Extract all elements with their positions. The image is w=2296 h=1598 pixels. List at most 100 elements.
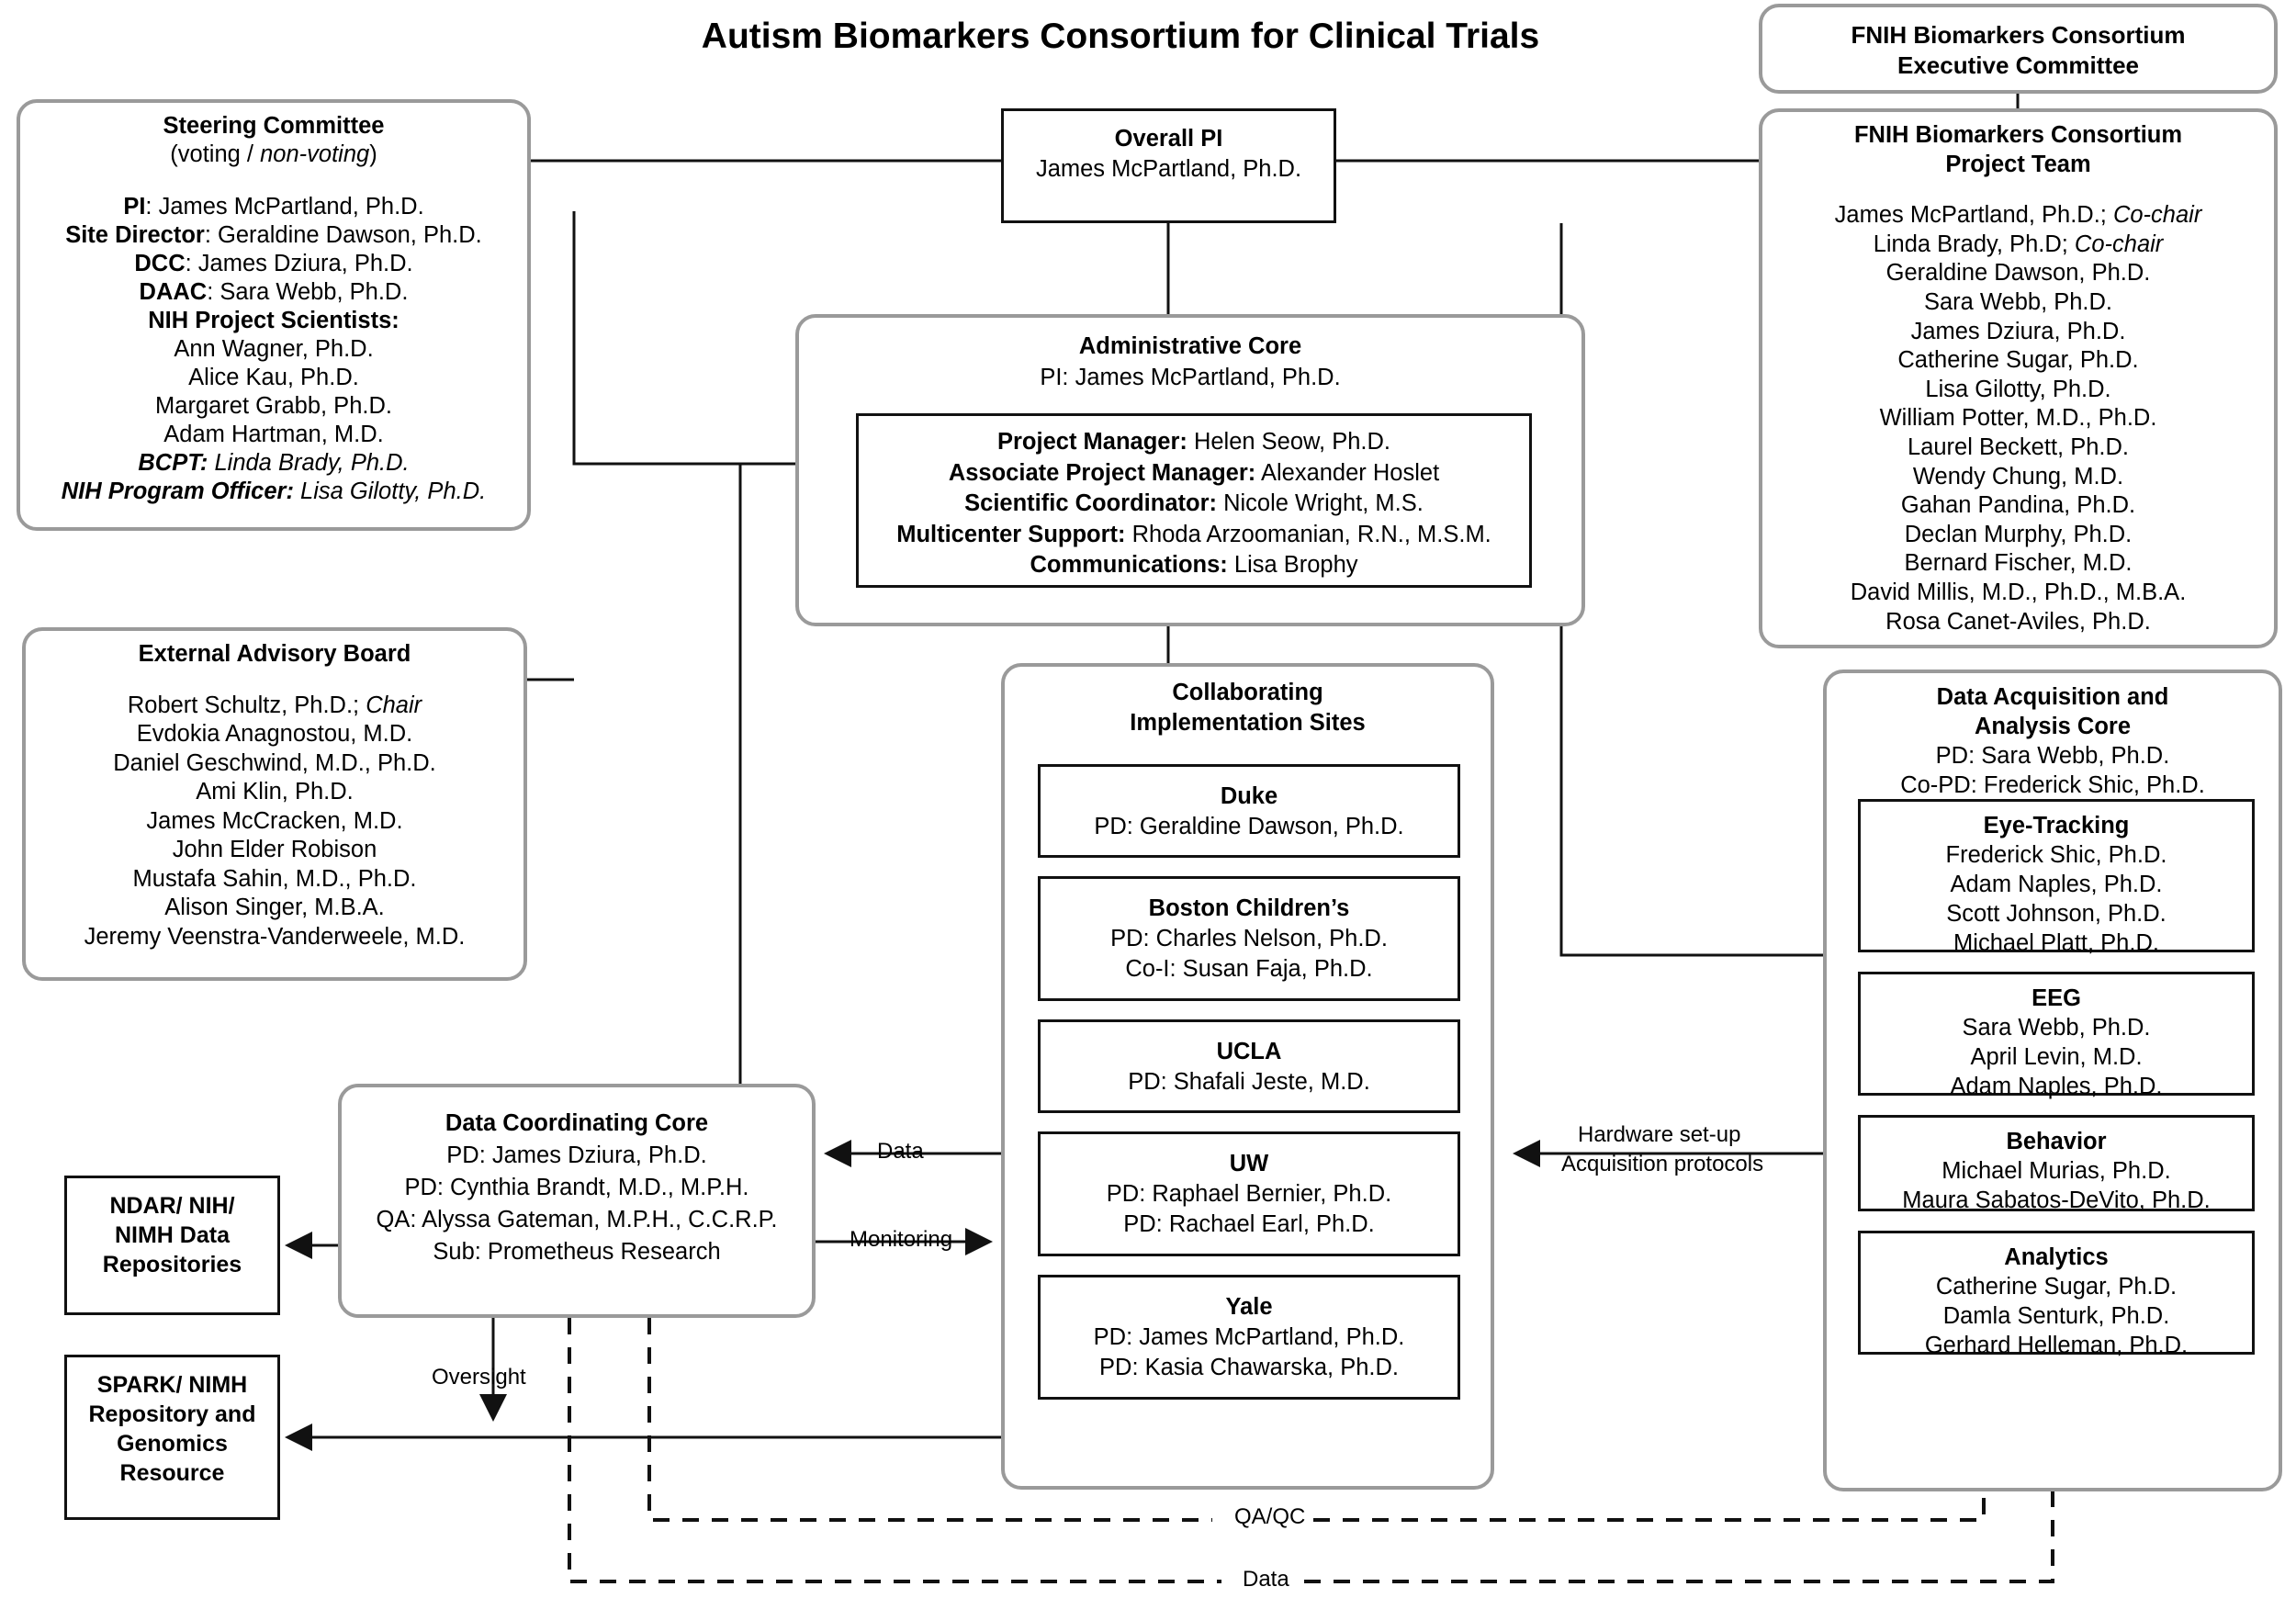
staff-role: Multicenter Support: [896, 521, 1126, 547]
staff-role: Communications: [1030, 552, 1228, 578]
daac-group-behavior[interactable]: Behavior Michael Murias, Ph.D. Maura Sab… [1858, 1115, 2255, 1213]
fnih-member-11: Declan Murphy, Ph.D. [1904, 521, 2133, 547]
spark-line-1: Repository and [88, 1401, 256, 1427]
group-person: Frederick Shic, Ph.D. [1945, 842, 2167, 868]
fnih-member-4: James Dziura, Ph.D. [1910, 318, 2126, 344]
fnih-member-5: Catherine Sugar, Ph.D. [1897, 347, 2139, 374]
edge-label-monitoring: Monitoring [850, 1227, 953, 1252]
group-person: April Levin, M.D. [1970, 1044, 2143, 1070]
daac-group-eye-tracking[interactable]: Eye-Tracking Frederick Shic, Ph.D. Adam … [1858, 799, 2255, 956]
ndar-line-2: Repositories [102, 1252, 242, 1277]
site-card-uw[interactable]: UW PD: Raphael Bernier, Ph.D. PD: Rachae… [1038, 1131, 1460, 1256]
eab-member-1: Evdokia Anagnostou, M.D. [136, 721, 413, 747]
edge-label-data: Data [877, 1139, 924, 1164]
role-label: NIH Project Scientists [148, 308, 392, 333]
eab-member-2: Daniel Geschwind, M.D., Ph.D. [113, 749, 436, 776]
steering-committee-box: Steering Committee (voting / non-voting)… [17, 99, 531, 531]
overall-pi-name: James McPartland, Ph.D. [1035, 156, 1302, 182]
program-officer-name: Lisa Gilotty, Ph.D. [293, 478, 487, 504]
spark-line-0: SPARK/ NIMH [96, 1372, 248, 1398]
admin-core-staff-panel: Project Manager: Helen Seow, Ph.D. Assoc… [856, 413, 1532, 588]
edge-label-oversight: Oversight [432, 1365, 526, 1390]
steering-scientist-2: Margaret Grabb, Ph.D. [155, 393, 392, 419]
group-name: Analytics [2004, 1244, 2109, 1270]
member-name: Linda Brady, Ph.D; [1873, 231, 2075, 257]
fnih-member-8: Laurel Beckett, Ph.D. [1908, 433, 2129, 460]
eab-member-0: Robert Schultz, Ph.D.; Chair [26, 692, 523, 721]
edge-label-hardware-setup: Hardware set-up [1578, 1122, 1741, 1147]
eab-member-6: Mustafa Sahin, M.D., Ph.D. [132, 865, 417, 892]
spark-line-3: Resource [119, 1460, 225, 1486]
member-role: Co-chair [2074, 231, 2164, 257]
site-card-duke[interactable]: Duke PD: Geraldine Dawson, Ph.D. [1038, 764, 1460, 858]
data-coordinating-core-box: Data Coordinating Core PD: James Dziura,… [338, 1084, 816, 1318]
spark-line-2: Genomics [117, 1431, 228, 1457]
role-value: : James McPartland, Ph.D. [145, 194, 424, 219]
steering-row-nih-project-scientists: NIH Project Scientists: [20, 307, 527, 335]
role-value: : James Dziura, Ph.D. [185, 251, 413, 276]
staff-name: Rhoda Arzoomanian, R.N., M.S.M. [1125, 521, 1491, 547]
ndar-line-1: NIMH Data [114, 1222, 230, 1248]
ndar-repositories-box: NDAR/ NIH/ NIMH Data Repositories [64, 1176, 280, 1315]
staff-role: Project Manager: [996, 429, 1187, 455]
overall-pi-title: Overall PI [1114, 126, 1223, 152]
subtitle-voting: (voting / [170, 141, 261, 167]
site-card-yale[interactable]: Yale PD: James McPartland, Ph.D. PD: Kas… [1038, 1275, 1460, 1400]
admin-core-title: Administrative Core [1078, 333, 1302, 359]
eab-member-5: John Elder Robison [172, 837, 377, 862]
role-value: : Sara Webb, Ph.D. [207, 279, 409, 305]
fnih-project-team-box: FNIH Biomarkers Consortium Project Team … [1759, 108, 2278, 648]
daac-group-analytics[interactable]: Analytics Catherine Sugar, Ph.D. Damla S… [1858, 1231, 2255, 1358]
daac-title-line2: Analysis Core [1974, 714, 2132, 739]
site-name: Duke [1220, 783, 1278, 809]
fnih-exec-line2: Executive Committee [1897, 51, 2139, 79]
admin-staff-3: Multicenter Support: Rhoda Arzoomanian, … [859, 520, 1529, 551]
fnih-member-10: Gahan Pandina, Ph.D. [1900, 492, 2136, 519]
dcc-line-2: QA: Alyssa Gateman, M.P.H., C.C.R.P. [376, 1207, 778, 1232]
dcc-line-0: PD: James Dziura, Ph.D. [446, 1142, 707, 1168]
spacer [20, 169, 527, 193]
steering-row-bcpt: BCPT: Linda Brady, Ph.D. [20, 449, 527, 478]
daac-group-eeg[interactable]: EEG Sara Webb, Ph.D. April Levin, M.D. A… [1858, 972, 2255, 1099]
daac-copd: Co-PD: Frederick Shic, Ph.D. [1900, 772, 2205, 798]
staff-name: Lisa Brophy [1227, 552, 1358, 578]
fnih-exec-line1: FNIH Biomarkers Consortium [1851, 21, 2186, 49]
fnih-member-1: Linda Brady, Ph.D; Co-chair [1762, 231, 2274, 260]
role-label: DCC [134, 251, 186, 276]
ndar-line-0: NDAR/ NIH/ [109, 1193, 235, 1219]
fnih-member-13: David Millis, M.D., Ph.D., M.B.A. [1850, 579, 2187, 605]
eab-member-8: Jeremy Veenstra-Vanderweele, M.D. [84, 923, 466, 950]
bcpt-name: Linda Brady, Ph.D. [208, 450, 410, 476]
steering-row-daac: DAAC: Sara Webb, Ph.D. [20, 278, 527, 307]
overall-pi-box: Overall PI James McPartland, Ph.D. [1001, 108, 1336, 223]
site-card-ucla[interactable]: UCLA PD: Shafali Jeste, M.D. [1038, 1019, 1460, 1113]
external-advisory-board-box: External Advisory Board Robert Schultz, … [22, 627, 527, 981]
fnih-member-14: Rosa Canet-Aviles, Ph.D. [1885, 608, 2151, 635]
steering-committee-title: Steering Committee [163, 113, 385, 139]
administrative-core-box: Administrative Core PI: James McPartland… [795, 314, 1585, 626]
site-name: UCLA [1216, 1039, 1282, 1064]
member-name: James McPartland, Ph.D.; [1834, 202, 2113, 229]
fnih-member-9: Wendy Chung, M.D. [1912, 463, 2124, 490]
group-person: Damla Senturk, Ph.D. [1942, 1303, 2170, 1329]
staff-name: Nicole Wright, M.S. [1217, 490, 1424, 516]
site-person: PD: Rachael Earl, Ph.D. [1123, 1211, 1375, 1237]
edge-label-acquisition-protocols: Acquisition protocols [1561, 1152, 1764, 1176]
staff-role: Associate Project Manager: [948, 459, 1256, 486]
eab-member-4: James McCracken, M.D. [146, 807, 403, 834]
fnih-member-0: James McPartland, Ph.D.; Co-chair [1762, 201, 2274, 231]
sites-title-line2: Implementation Sites [1130, 710, 1366, 736]
edge-label-qaqc: QA/QC [1227, 1504, 1313, 1530]
group-name: Eye-Tracking [1983, 813, 2130, 838]
group-person: Catherine Sugar, Ph.D. [1935, 1274, 2178, 1300]
fnih-member-2: Geraldine Dawson, Ph.D. [1885, 260, 2151, 287]
admin-staff-4: Communications: Lisa Brophy [859, 550, 1529, 581]
site-card-boston-childrens[interactable]: Boston Children’s PD: Charles Nelson, Ph… [1038, 876, 1460, 1001]
site-name: Boston Children’s [1148, 895, 1350, 921]
admin-staff-1: Associate Project Manager: Alexander Hos… [859, 458, 1529, 490]
eab-title: External Advisory Board [138, 641, 411, 667]
collaborating-sites-box: Collaborating Implementation Sites Duke … [1001, 663, 1494, 1490]
steering-scientist-1: Alice Kau, Ph.D. [188, 365, 359, 390]
eab-member-3: Ami Klin, Ph.D. [196, 779, 354, 805]
page-title: Autism Biomarkers Consortium for Clinica… [701, 17, 1540, 56]
